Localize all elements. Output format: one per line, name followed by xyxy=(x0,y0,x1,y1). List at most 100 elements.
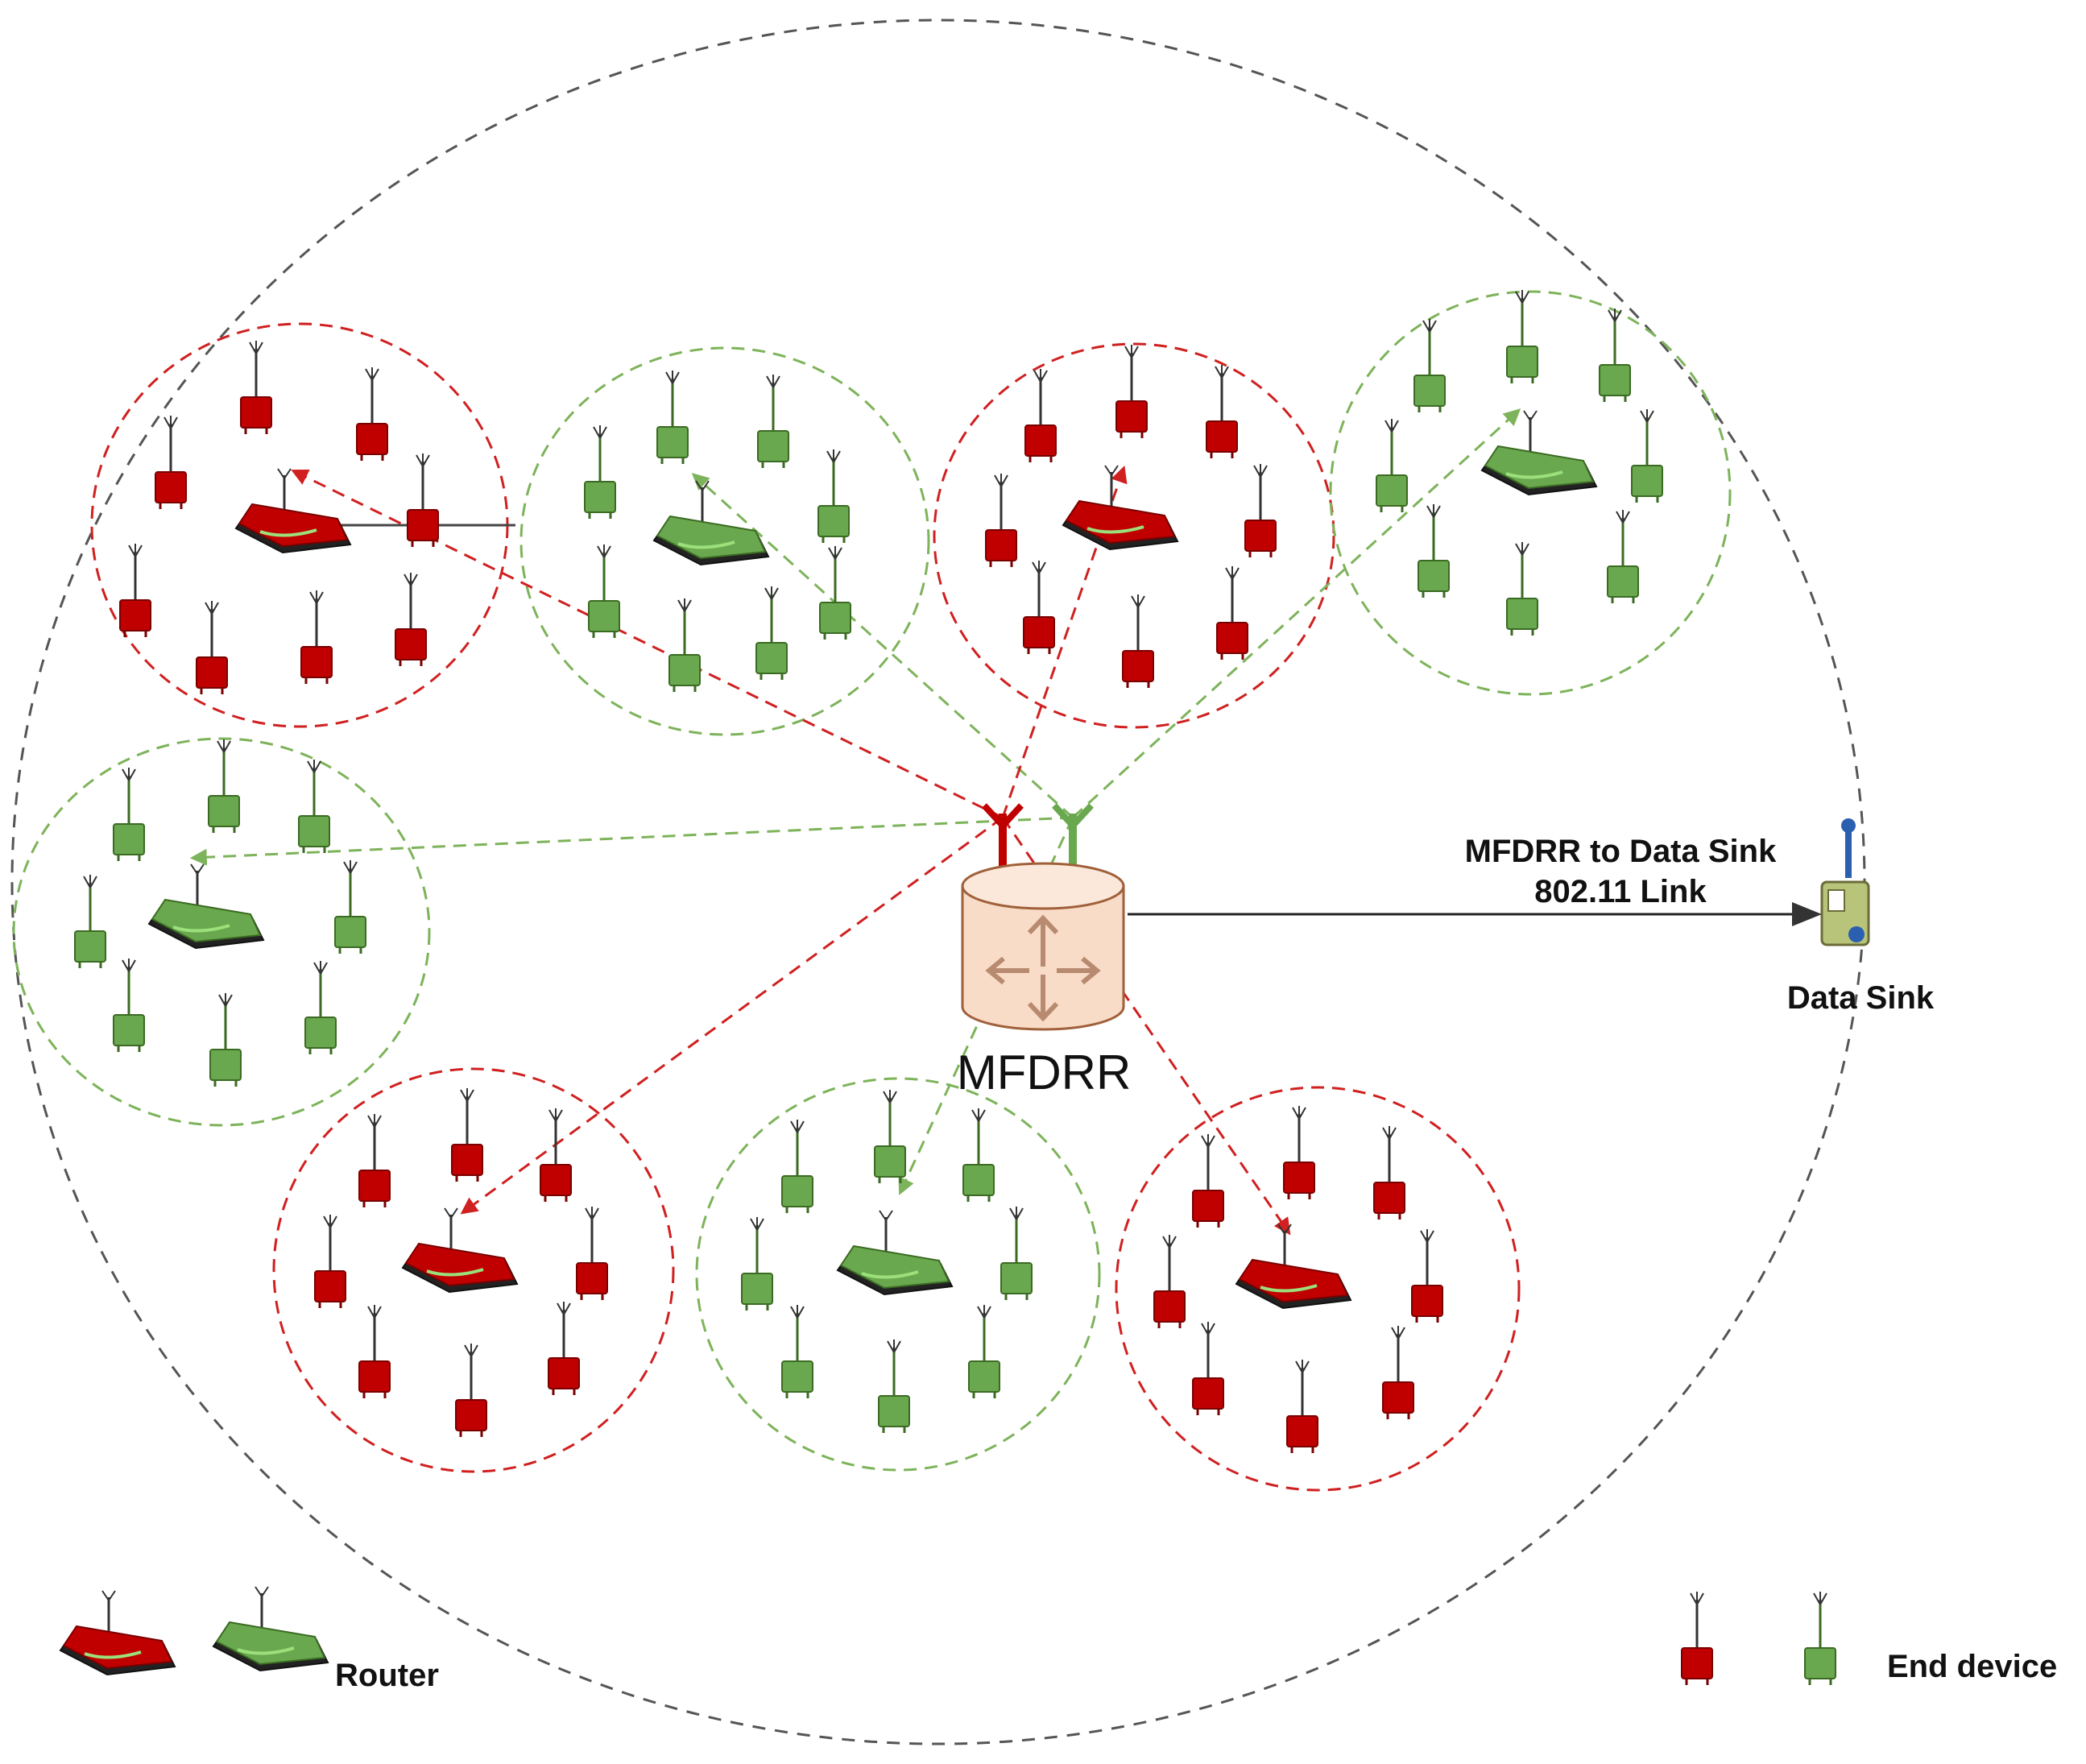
cluster-3-ring xyxy=(933,342,1335,729)
cluster-2-end-device-icon xyxy=(819,546,851,640)
cluster-2-end-device-icon xyxy=(817,449,850,543)
cluster-4-end-device-icon xyxy=(1631,409,1663,503)
cluster-2-end-device-icon xyxy=(668,598,701,692)
cluster-3-end-device-icon xyxy=(1122,594,1154,688)
cluster-4-end-device-icon xyxy=(1506,542,1538,636)
cluster-4-link xyxy=(1071,408,1521,819)
cluster-5 xyxy=(74,739,366,1087)
link-label-line1: MFDRR to Data Sink xyxy=(1465,834,1777,869)
cluster-1-end-device-icon xyxy=(356,367,388,461)
cluster-4-router-icon xyxy=(1480,410,1598,496)
cluster-3-end-device-icon xyxy=(985,474,1017,567)
cluster-3-router-icon xyxy=(1062,465,1179,551)
cluster-8-end-device-icon xyxy=(1382,1326,1414,1419)
cluster-7-end-device-icon xyxy=(962,1108,995,1202)
cluster-2-end-device-icon xyxy=(757,375,789,468)
cluster-5-end-device-icon xyxy=(113,959,145,1052)
cluster-7-ring xyxy=(695,1077,1101,1472)
cluster-8-end-device-icon xyxy=(1373,1126,1405,1219)
cluster-8-end-device-icon xyxy=(1192,1322,1224,1415)
cluster-5-link xyxy=(189,816,1074,866)
cluster-6 xyxy=(314,1088,608,1437)
cluster-8-router-icon xyxy=(1235,1224,1352,1310)
cluster-6-end-device-icon xyxy=(451,1088,483,1182)
legend xyxy=(59,1586,1836,1685)
cluster-1-end-device-icon xyxy=(119,544,151,637)
cluster-7-end-device-icon xyxy=(781,1120,813,1213)
cluster-2-end-device-icon xyxy=(755,586,788,680)
cluster-4-end-device-icon xyxy=(1599,308,1631,402)
cluster-6-ring xyxy=(272,1067,675,1473)
cluster-1-router-icon xyxy=(234,468,352,554)
cluster-6-end-device-icon xyxy=(455,1344,487,1437)
cluster-5-router-icon xyxy=(147,863,265,950)
cluster-3-end-device-icon xyxy=(1244,464,1277,557)
sink-label: Data Sink xyxy=(1787,980,1935,1016)
cluster-5-end-device-icon xyxy=(334,860,366,954)
cluster-7-end-device-icon xyxy=(874,1090,906,1183)
cluster-8-end-device-icon xyxy=(1283,1106,1315,1199)
cluster-2-end-device-icon xyxy=(656,371,689,464)
cluster-2-ring xyxy=(519,346,930,736)
cluster-5-end-device-icon xyxy=(208,739,240,833)
cluster-5-ring xyxy=(12,737,431,1127)
cluster-6-end-device-icon xyxy=(540,1108,572,1202)
cluster-8-end-device-icon xyxy=(1411,1229,1443,1323)
cluster-4-end-device-icon xyxy=(1506,290,1538,383)
cluster-3-end-device-icon xyxy=(1023,561,1055,654)
cluster-4 xyxy=(1376,290,1663,636)
cluster-7-end-device-icon xyxy=(968,1305,1000,1398)
cluster-1-end-device-icon xyxy=(300,590,333,684)
cluster-3-end-device-icon xyxy=(1216,566,1248,660)
cluster-2-end-device-icon xyxy=(584,425,616,519)
cluster-6-end-device-icon xyxy=(548,1302,580,1395)
cluster-4-end-device-icon xyxy=(1607,510,1639,603)
cluster-1-end-device-icon xyxy=(407,453,439,547)
cluster-7-end-device-icon xyxy=(741,1217,773,1311)
cluster-7-router-icon xyxy=(836,1210,954,1296)
cluster-1-end-device-icon xyxy=(196,601,228,694)
hub-label: MFDRR xyxy=(957,1046,1132,1099)
cluster-7-end-device-icon xyxy=(1000,1207,1033,1300)
cluster-4-end-device-icon xyxy=(1413,319,1446,412)
cluster-5-end-device-icon xyxy=(298,760,330,853)
legend-end-device-icon-green xyxy=(1804,1592,1836,1685)
cluster-4-end-device-icon xyxy=(1418,504,1450,598)
cluster-7-end-device-icon xyxy=(781,1305,813,1398)
cluster-6-router-icon xyxy=(401,1207,519,1294)
cluster-5-end-device-icon xyxy=(113,768,145,861)
cluster-6-end-device-icon xyxy=(576,1207,608,1300)
cluster-4-ring xyxy=(1329,290,1732,696)
cluster-4-end-device-icon xyxy=(1376,419,1408,512)
cluster-5-end-device-icon xyxy=(209,993,242,1087)
link-label-line2: 802.11 Link xyxy=(1534,874,1707,909)
cluster-3-end-device-icon xyxy=(1206,365,1238,458)
cluster-1-end-device-icon xyxy=(240,341,272,434)
cluster-2-router-icon xyxy=(652,480,770,566)
cluster-3 xyxy=(985,345,1277,688)
legend-router-icon-red xyxy=(59,1590,176,1676)
cluster-5-end-device-icon xyxy=(304,961,337,1054)
cluster-1-end-device-icon xyxy=(155,416,187,509)
hub-arrows-glyph xyxy=(985,914,1101,1022)
cluster-6-end-device-icon xyxy=(358,1305,391,1398)
cluster-2-link xyxy=(691,473,1074,819)
cluster-6-end-device-icon xyxy=(358,1114,391,1207)
legend-router-label: Router xyxy=(335,1658,439,1693)
cluster-8-end-device-icon xyxy=(1153,1235,1186,1328)
cluster-5-end-device-icon xyxy=(74,875,106,968)
cluster-6-link xyxy=(460,816,1004,1215)
cluster-1-end-device-icon xyxy=(395,573,427,666)
devices xyxy=(74,290,1663,1453)
cluster-7 xyxy=(741,1090,1033,1433)
mfdrr-hub-icon xyxy=(961,803,1125,1031)
legend-end-device-icon-red xyxy=(1681,1592,1713,1685)
cluster-2-end-device-icon xyxy=(588,545,620,638)
cluster-8-end-device-icon xyxy=(1286,1360,1318,1453)
data-sink-icon xyxy=(1792,818,1870,946)
cluster-8 xyxy=(1153,1106,1443,1453)
cluster-2 xyxy=(584,371,851,692)
cluster-3-end-device-icon xyxy=(1115,345,1148,438)
cluster-7-end-device-icon xyxy=(878,1340,910,1433)
